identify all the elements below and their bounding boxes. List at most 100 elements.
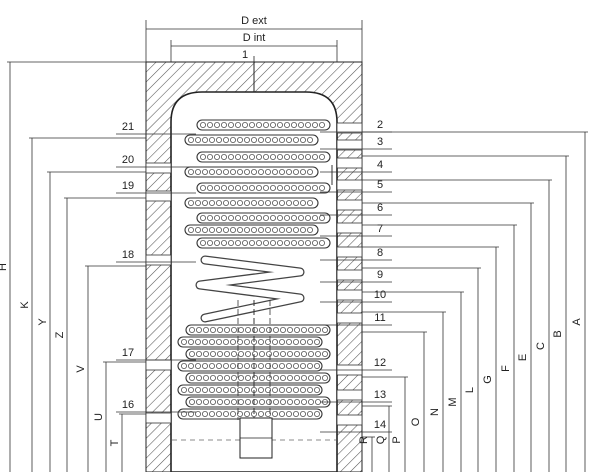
connection-stubs	[145, 122, 363, 426]
left-callouts: 21 20 19 18 17 16	[116, 121, 196, 413]
right-dimension: N	[362, 311, 446, 472]
left-dimension: K	[19, 137, 146, 472]
connection-stub	[336, 414, 363, 426]
right-callout: 9	[320, 269, 392, 283]
right-dimension-label: M	[447, 397, 459, 406]
connection-stub	[145, 412, 172, 424]
right-callout-label: 14	[374, 419, 386, 431]
right-dimension: G	[362, 246, 499, 472]
connection-stub	[145, 359, 172, 371]
left-dimension: H	[0, 61, 146, 472]
connection-stub	[145, 162, 172, 174]
right-dimension: F	[362, 224, 517, 472]
right-dimension-label: F	[500, 365, 512, 372]
left-callout: 20	[116, 154, 196, 168]
coil-turn	[185, 324, 331, 336]
left-dimension-label: T	[109, 439, 121, 446]
connection-stub	[336, 312, 363, 324]
right-callout-label: 3	[377, 136, 383, 148]
coil-turn	[184, 166, 319, 178]
lower-heat-exchanger-coil	[177, 324, 331, 420]
left-dimension-label: V	[75, 365, 87, 373]
right-dimension: L	[362, 267, 481, 472]
coil-turn	[196, 151, 331, 163]
connection-stub	[145, 190, 172, 202]
outer-diameter-label: D ext	[241, 15, 267, 27]
right-dimension-label: B	[552, 330, 564, 337]
right-callout: 5	[320, 179, 392, 193]
right-callout: 12	[320, 357, 392, 371]
coil-turn	[185, 396, 331, 408]
right-callout-label: 12	[374, 357, 386, 369]
connection-stub	[336, 199, 363, 211]
right-dimension: R	[358, 436, 375, 472]
connection-stub	[336, 269, 363, 281]
right-callout-label: 4	[377, 159, 383, 171]
coil-turn	[184, 197, 319, 209]
left-dimension-label: U	[93, 413, 105, 421]
right-callout: 4	[320, 159, 392, 173]
right-callout-label: 9	[377, 269, 383, 281]
connection-stub	[145, 254, 172, 266]
right-dimension-label: R	[358, 436, 370, 444]
left-callout-label: 18	[122, 249, 134, 261]
connection-stub	[336, 246, 363, 258]
coil-turn	[184, 134, 319, 146]
coil-turn	[185, 372, 331, 384]
left-callout-label: 16	[122, 399, 134, 411]
left-callout: 16	[116, 399, 196, 413]
right-dimension-label: G	[482, 375, 494, 384]
right-dimension: P	[362, 376, 408, 472]
left-dimension-lines: H K YZV U T	[0, 61, 146, 472]
coil-turn	[177, 384, 323, 396]
right-callout: 13	[320, 389, 392, 403]
left-dimension: T	[109, 413, 146, 472]
right-callout-label: 8	[377, 247, 383, 259]
right-dimension-label: O	[410, 417, 422, 426]
left-dimension-label: K	[19, 301, 31, 309]
right-dimension-label: E	[517, 354, 529, 361]
right-callout: 14	[320, 419, 392, 433]
right-dimension: C	[362, 179, 552, 472]
left-callout-label: 17	[122, 347, 134, 359]
upper-heat-exchanger-coil	[184, 119, 333, 323]
left-callout: 21	[116, 121, 196, 135]
coil-turn	[177, 360, 323, 372]
left-callout-label: 21	[122, 121, 134, 133]
left-dimension-label: H	[0, 263, 9, 271]
right-callout: 3	[320, 136, 392, 150]
connection-stub	[336, 122, 363, 134]
right-callout-label: 10	[374, 289, 386, 301]
right-dimension: M	[362, 291, 464, 472]
right-callout-label: 2	[377, 119, 383, 131]
coil-turn	[177, 336, 323, 348]
callout-1: 1	[242, 49, 248, 61]
right-callout-label: 6	[377, 202, 383, 214]
coil-turn	[196, 212, 331, 224]
anode-rod	[237, 300, 273, 459]
left-callout-label: 19	[122, 180, 134, 192]
right-dimension: O	[362, 331, 427, 472]
right-dimension: A	[362, 131, 588, 472]
left-dimension-label: Y	[37, 318, 49, 326]
coil-turn	[196, 237, 331, 249]
right-dimension-label: N	[429, 408, 441, 416]
right-callout: 6	[320, 202, 392, 216]
left-dimension: Y	[37, 171, 146, 472]
right-callout: 8	[320, 247, 392, 261]
left-dimension: Z	[54, 197, 146, 472]
right-dimension-label: Q	[375, 435, 387, 444]
inner-diameter-label: D int	[243, 32, 266, 44]
left-callout-label: 20	[122, 154, 134, 166]
connection-stub	[336, 389, 363, 401]
left-dimension: U	[93, 361, 146, 472]
right-dimension-label: L	[464, 387, 476, 393]
coil-turn	[184, 224, 319, 236]
coil-turn	[196, 182, 331, 194]
connection-stub	[336, 289, 363, 301]
left-callout: 17	[116, 347, 196, 361]
right-callout: 11	[320, 312, 392, 326]
right-dimension-label: P	[391, 436, 403, 443]
